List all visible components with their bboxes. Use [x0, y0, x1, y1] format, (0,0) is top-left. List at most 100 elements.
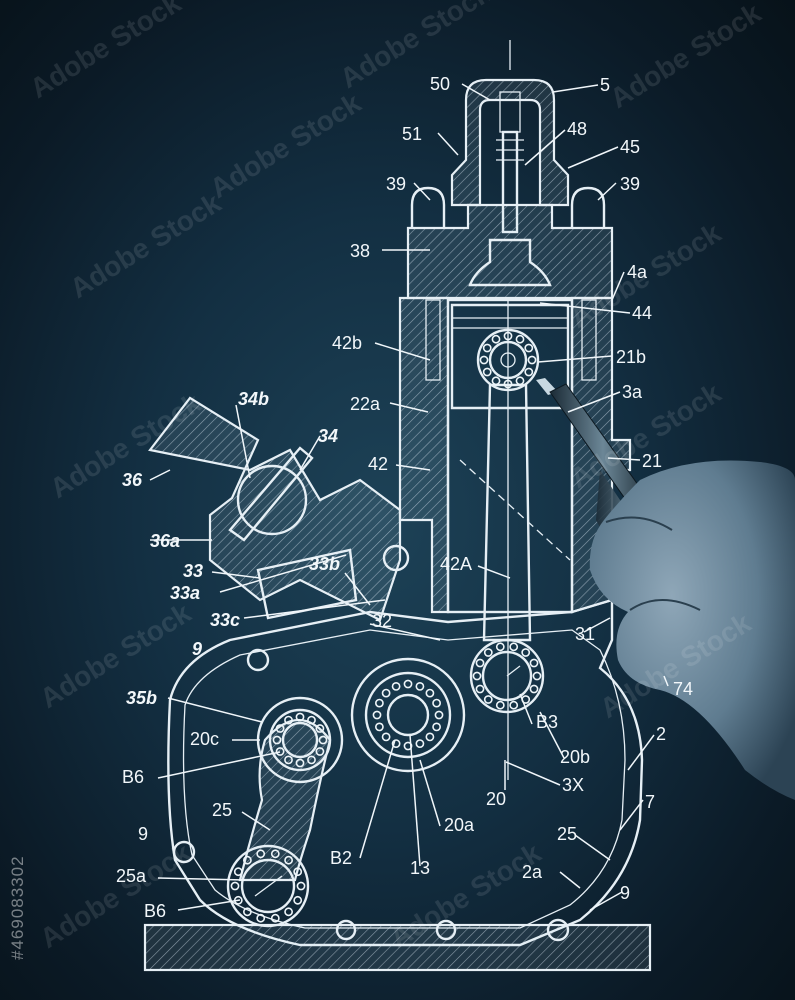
bearing-ball: [403, 741, 413, 751]
bearing-ball: [270, 849, 280, 859]
crankcase: [143, 598, 652, 972]
bearing-ball: [391, 682, 401, 691]
label-33: 33: [183, 561, 203, 581]
label-31: 31: [575, 624, 595, 644]
bearing-ball: [491, 334, 501, 344]
bearing-ball: [272, 735, 282, 745]
bearing-ball: [296, 881, 306, 891]
label-B2: B2: [330, 848, 352, 868]
label-33a: 33a: [170, 583, 200, 603]
bearing-ball: [527, 355, 537, 365]
label-39-right: 39: [620, 174, 640, 194]
label-13: 13: [410, 858, 430, 878]
label-2a: 2a: [522, 862, 543, 882]
label-9-top: 9: [192, 639, 202, 659]
bearing-ball: [374, 698, 384, 708]
bearing-ball: [293, 895, 303, 905]
bearing-ball: [503, 379, 513, 389]
label-20a: 20a: [444, 815, 475, 835]
bearing-ball: [432, 698, 441, 708]
label-34: 34: [318, 426, 338, 446]
label-35b: 35b: [126, 688, 157, 708]
bearing-ball: [275, 747, 285, 756]
bearing-ball: [509, 700, 519, 710]
bearing-balls: [230, 331, 542, 923]
bearing-ball: [425, 732, 435, 742]
bearing-ball: [275, 724, 285, 733]
bearing-ball: [242, 855, 252, 865]
cylinder-head: [406, 186, 614, 300]
bearing-ball: [295, 758, 305, 768]
bearing-ball: [479, 355, 489, 365]
label-25-right: 25: [557, 824, 577, 844]
bearing-ball: [521, 648, 531, 657]
bearing-ball: [434, 710, 444, 720]
label-25-left: 25: [212, 800, 232, 820]
bearing-ball: [529, 684, 539, 694]
label-20: 20: [486, 789, 506, 809]
bearing-ball: [307, 755, 316, 765]
bearing-ball: [256, 849, 266, 859]
bearing-ball: [529, 658, 539, 668]
bearing-ball: [284, 755, 293, 765]
label-32: 32: [372, 611, 392, 631]
valve-cap: [450, 40, 570, 234]
label-5: 5: [600, 75, 610, 95]
bearing-ball: [270, 913, 280, 923]
label-33c: 33c: [210, 610, 240, 630]
bearing-ball: [509, 642, 519, 652]
bearing-ball: [256, 913, 266, 923]
bearing-ball: [381, 732, 391, 742]
label-22a: 22a: [350, 394, 381, 414]
bearing-ball: [318, 735, 328, 745]
intake-assembly: [148, 396, 410, 622]
label-39-left: 39: [386, 174, 406, 194]
label-B6-lower: B6: [144, 901, 166, 921]
bearing-ball: [233, 867, 243, 877]
bearing-ball: [495, 642, 505, 652]
label-3a: 3a: [622, 382, 643, 402]
bearing-ball: [472, 671, 482, 681]
label-9-right: 9: [620, 883, 630, 903]
bearing-25a: [226, 844, 310, 928]
bearing-ball: [284, 907, 293, 917]
bearing-ball: [483, 648, 493, 657]
label-34b: 34b: [238, 389, 269, 409]
label-45: 45: [620, 137, 640, 157]
bearing-ball: [315, 724, 325, 733]
label-44: 44: [632, 303, 652, 323]
label-4a: 4a: [627, 262, 648, 282]
gear-bearing-20a: [350, 657, 466, 773]
bearing-ball: [432, 722, 441, 732]
bearing-ball: [524, 343, 534, 353]
bearing-ball: [524, 367, 534, 377]
label-21b: 21b: [616, 347, 646, 367]
label-7: 7: [645, 792, 655, 812]
bearing-ball: [532, 671, 542, 681]
bearing-ball: [374, 722, 384, 732]
bearing-ball: [495, 700, 505, 710]
bearing-ball: [482, 343, 492, 353]
bearing-ball: [475, 684, 485, 694]
stock-id: #469083302: [8, 855, 27, 960]
bearing-ball: [415, 682, 425, 691]
bearing-ball: [475, 658, 485, 668]
hand-holding-pen-icon: [536, 378, 795, 800]
label-B3: B3: [536, 712, 558, 732]
label-38: 38: [350, 241, 370, 261]
bearing-ball: [483, 695, 493, 704]
label-2: 2: [656, 724, 666, 744]
bearing-ball: [372, 710, 382, 720]
label-48: 48: [567, 119, 587, 139]
bearing-ball: [491, 376, 501, 386]
bearing-ball: [284, 715, 293, 725]
label-42: 42: [368, 454, 388, 474]
bearing-ball: [381, 688, 391, 698]
label-25a: 25a: [116, 866, 147, 886]
bearing-ball: [293, 867, 303, 877]
bearing-ball: [242, 907, 252, 917]
bearing-ball: [284, 855, 293, 865]
leader-lines: [149, 83, 669, 911]
bearing-ball: [295, 712, 305, 722]
